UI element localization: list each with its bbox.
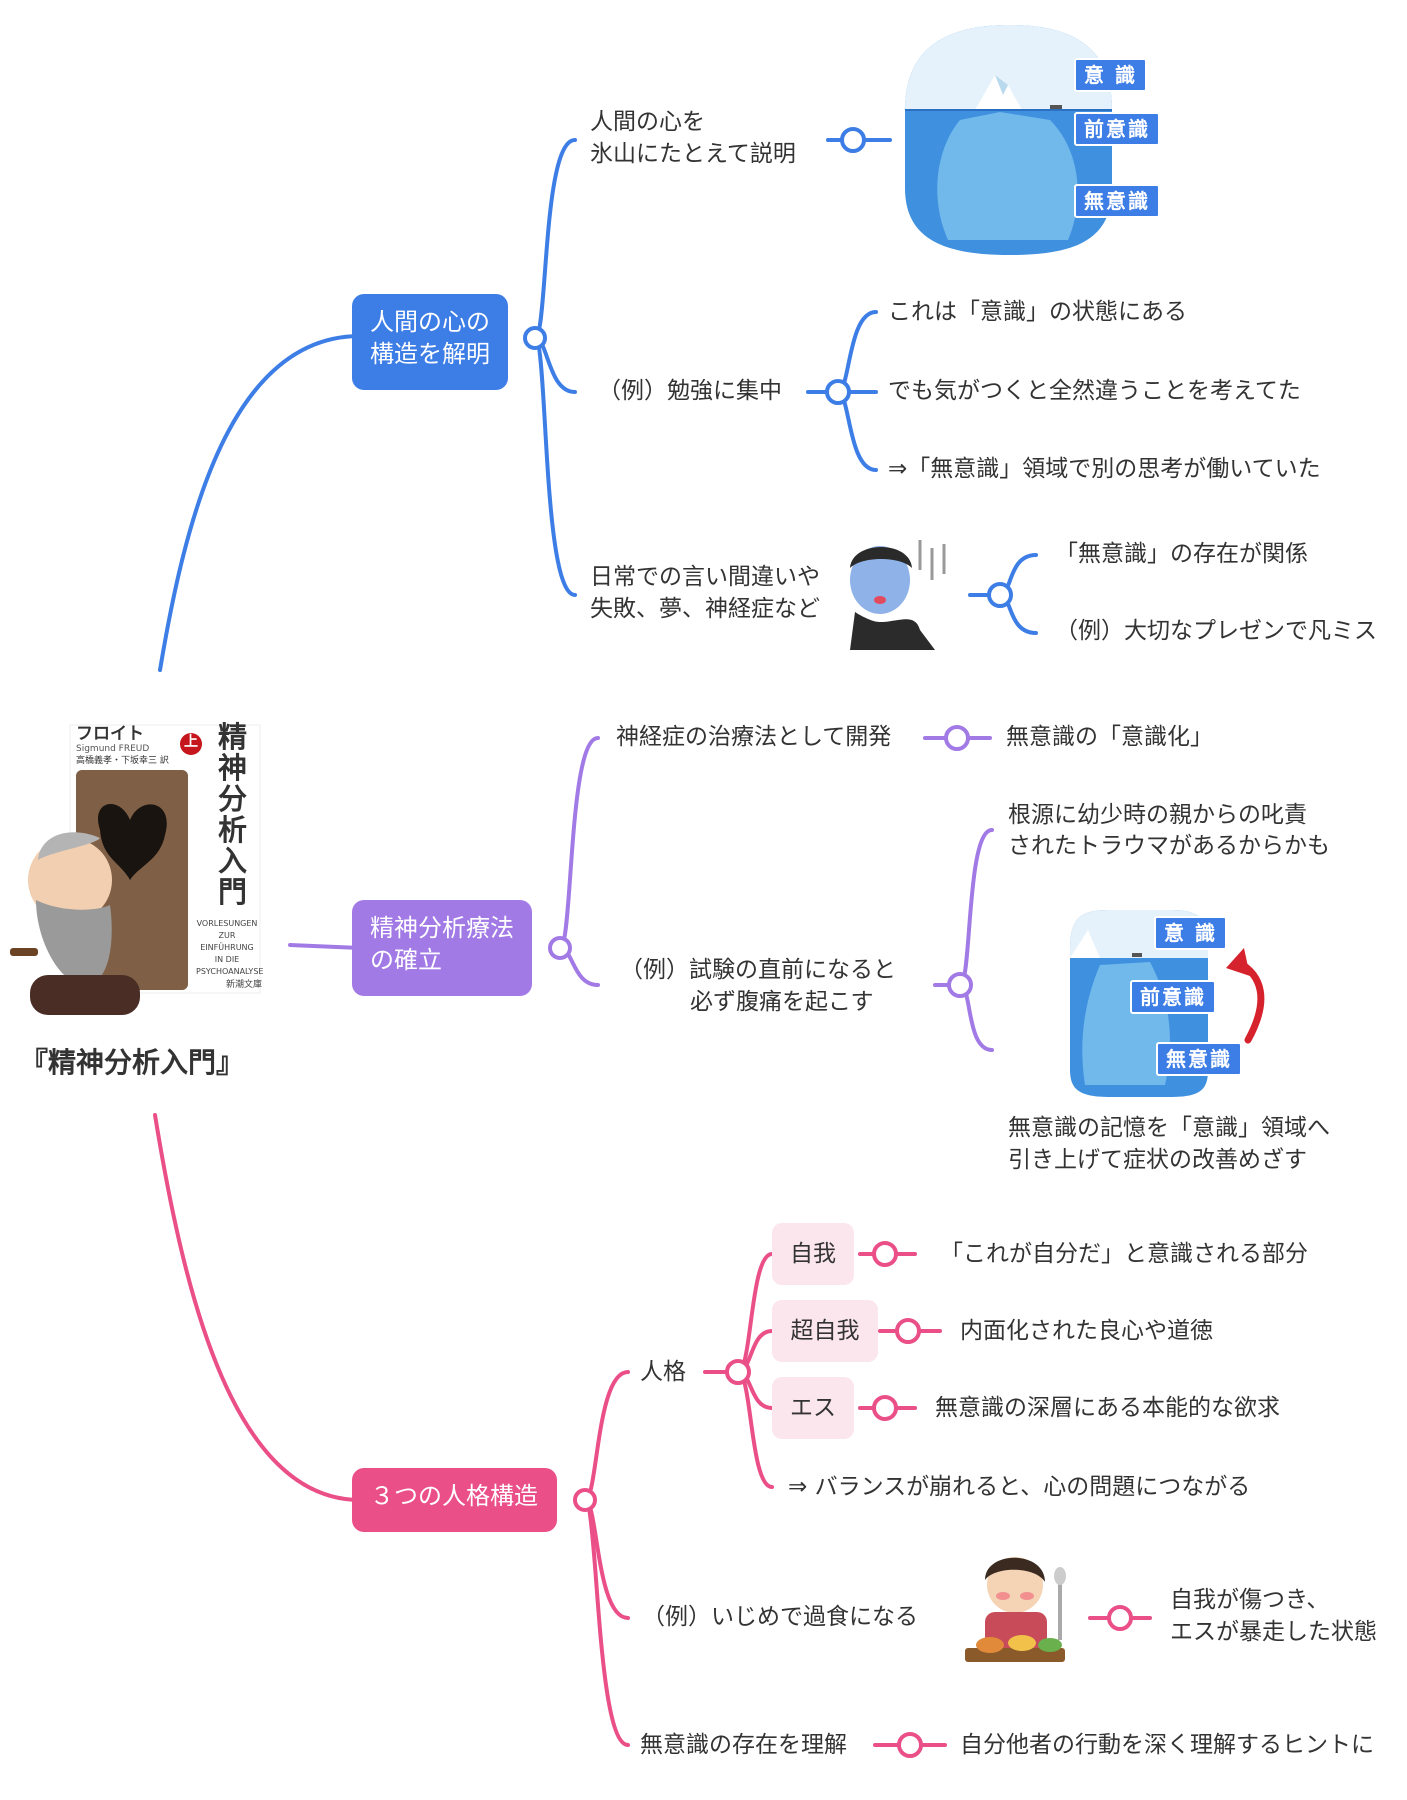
personality-example-label: （例）いじめで過食になる — [642, 1604, 918, 1630]
therapy-cure-line2: 引き上げて症状の改善めざす — [1008, 1147, 1307, 1173]
personality-example-result2: エスが暴走した状態 — [1170, 1619, 1377, 1645]
node-superego — [895, 1318, 921, 1344]
mind-daily-line2: 失敗、夢、神経症など — [590, 596, 820, 622]
line-person-ego — [736, 1252, 774, 1374]
node-example2 — [947, 972, 973, 998]
node-mind — [523, 326, 547, 350]
therapy-dev-label: 神経症の治療法として開発 — [616, 724, 892, 750]
mind-daily-line1: 日常での言い間違いや — [590, 564, 820, 590]
iceberg2-tag-unconscious: 無意識 — [1156, 1042, 1242, 1076]
therapy-cause-line1: 根源に幼少時の親からの叱責 — [1008, 802, 1307, 828]
mind-daily-item1: 「無意識」の存在が関係 — [1055, 541, 1308, 567]
iceberg2-tag-preconscious: 前意識 — [1130, 980, 1216, 1014]
mind-example-label: （例）勉強に集中 — [598, 378, 782, 404]
personality-person-label: 人格 — [640, 1359, 686, 1385]
personality-ego[interactable]: 自我 — [772, 1223, 854, 1285]
mind-example-item3: ⇒「無意識」領域で別の思考が働いていた — [888, 456, 1321, 482]
therapy-dev-result: 無意識の「意識化」 — [1006, 724, 1213, 750]
node-daily — [987, 582, 1013, 608]
book-author-latin: Sigmund FREUD — [76, 744, 150, 754]
book-author: フロイト — [76, 724, 144, 744]
personality-superego[interactable]: 超自我 — [772, 1300, 878, 1362]
node-understand — [897, 1732, 923, 1758]
topic-three-personality[interactable]: ３つの人格構造 — [352, 1468, 557, 1532]
line-center-mind — [158, 334, 362, 672]
line-therapy-dev — [558, 736, 600, 950]
topic-psychoanalysis-therapy[interactable]: 精神分析療法 の確立 — [352, 900, 532, 996]
line-hub-item3 — [836, 390, 878, 472]
personality-superego-desc: 内面化された良心や道徳 — [960, 1318, 1213, 1344]
iceberg2-tag-conscious: 意 識 — [1154, 916, 1227, 950]
node-dev — [944, 725, 970, 751]
node-example3 — [1107, 1605, 1133, 1631]
topic-mind-structure[interactable]: 人間の心の 構造を解明 — [352, 294, 508, 390]
node-personality — [573, 1488, 597, 1512]
mind-iceberg-line1: 人間の心を — [590, 109, 705, 135]
overeating-girl-illustration — [965, 1557, 1066, 1662]
book-title: 精神分析入門 — [218, 720, 248, 909]
line-mind-iceberg — [533, 138, 577, 340]
personality-es[interactable]: エス — [772, 1377, 854, 1439]
therapy-example-line2: 必ず腹痛を起こす — [690, 989, 874, 1015]
personality-es-desc: 無意識の深層にある本能的な欲求 — [935, 1395, 1280, 1421]
book-subtitle: VORLESUNGEN ZUR EINFÜHRUNG IN DIE PSYCHO… — [196, 919, 264, 976]
node-ego — [872, 1241, 898, 1267]
line-center-therapy — [288, 943, 362, 950]
therapy-cause-line2: されたトラウマがあるからかも — [1008, 833, 1330, 859]
personality-example-result1: 自我が傷つき、 — [1170, 1587, 1330, 1613]
line-mind-daily — [533, 336, 577, 597]
line-hub2-cause — [958, 828, 994, 987]
iceberg1-tag-preconscious: 前意識 — [1074, 112, 1160, 146]
personality-understand-result: 自分他者の行動を深く理解するヒントに — [960, 1732, 1374, 1758]
iceberg1-tag-conscious: 意 識 — [1074, 58, 1147, 92]
line-person-note — [736, 1370, 774, 1489]
line-hub-item1 — [836, 310, 878, 394]
mind-daily-item2: （例）大切なプレゼンで凡ミス — [1055, 618, 1377, 644]
iceberg1-tag-unconscious: 無意識 — [1074, 184, 1160, 218]
personality-understand-label: 無意識の存在を理解 — [640, 1732, 847, 1758]
book-publisher: 新潮文庫 — [226, 980, 263, 990]
book-volume: 上 — [184, 734, 198, 750]
mind-example-item2: でも気がつくと全然違うことを考えてた — [888, 378, 1301, 404]
therapy-example-line1: （例）試験の直前になると — [620, 957, 896, 983]
center-title: 『精神分析入門』 — [20, 1046, 245, 1079]
book-cover-image — [10, 724, 261, 1015]
therapy-cure-line1: 無意識の記憶を「意識」領域へ — [1008, 1115, 1330, 1141]
node-example — [825, 379, 851, 405]
personality-note: ⇒ バランスが崩れると、心の問題につながる — [788, 1474, 1251, 1500]
iceberg-image-1 — [905, 25, 1112, 255]
line-center-personality — [153, 1113, 362, 1502]
line-pers-understand — [583, 1498, 630, 1747]
mind-iceberg-line2: 氷山にたとえて説明 — [590, 141, 796, 167]
worried-person-illustration — [850, 540, 946, 650]
personality-ego-desc: 「これが自分だ」と意識される部分 — [940, 1241, 1308, 1267]
node-es — [872, 1395, 898, 1421]
mind-example-item1: これは「意識」の状態にある — [888, 299, 1187, 325]
book-translators: 高橋義孝・下坂幸三 訳 — [76, 756, 169, 766]
node-iceberg — [840, 127, 866, 153]
node-therapy — [548, 936, 572, 960]
node-person — [725, 1359, 751, 1385]
line-pers-person — [583, 1370, 630, 1502]
